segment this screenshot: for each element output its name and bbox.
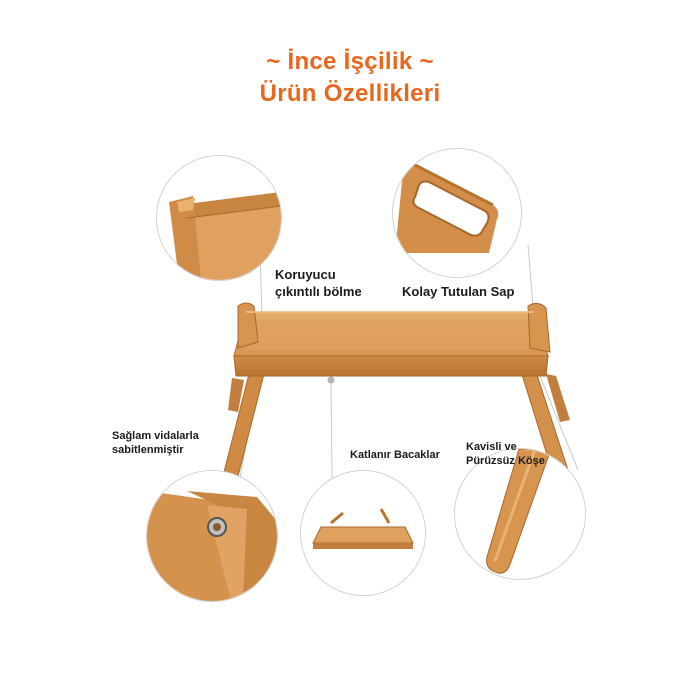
label-corner-line1: Kavisli ve [466, 441, 517, 453]
label-protective-line2: çıkıntılı bölme [275, 284, 362, 299]
tray-body [233, 302, 551, 377]
label-protective: Koruyucu çıkıntılı bölme [275, 266, 362, 300]
detail-circle-protective-rim [156, 155, 282, 281]
label-corner-line2: Pürüzsüz Köşe [466, 455, 545, 467]
detail-circle-handle [392, 148, 522, 278]
title-line-2: Ürün Özellikleri [259, 80, 441, 107]
label-screws: Sağlam vidalarla sabitlenmiştir [112, 429, 199, 457]
label-corner: Kavisli ve Pürüzsüz Köşe [466, 440, 545, 468]
label-screws-line1: Sağlam vidalarla [112, 430, 199, 442]
title-line-1: ~ İnce İşçilik ~ [266, 48, 434, 75]
protective-rim-detail-image [157, 156, 281, 280]
label-handle: Kolay Tutulan Sap [402, 284, 515, 299]
tray-legs [219, 367, 570, 493]
screw-detail-image [147, 471, 277, 601]
label-protective-line1: Koruyucu [275, 267, 336, 282]
label-legs: Katlanır Bacaklar [350, 449, 440, 461]
detail-circle-screws [146, 470, 278, 602]
detail-circle-smooth-corner [454, 448, 586, 580]
connector-legs [330, 381, 333, 479]
folded-tray-image [301, 471, 425, 595]
label-screws-line2: sabitlenmiştir [112, 444, 184, 456]
detail-circle-folding-legs [300, 470, 426, 596]
dot-legs [327, 376, 335, 384]
handle-detail-image [393, 149, 521, 277]
leg-corner-detail-image [455, 449, 585, 579]
